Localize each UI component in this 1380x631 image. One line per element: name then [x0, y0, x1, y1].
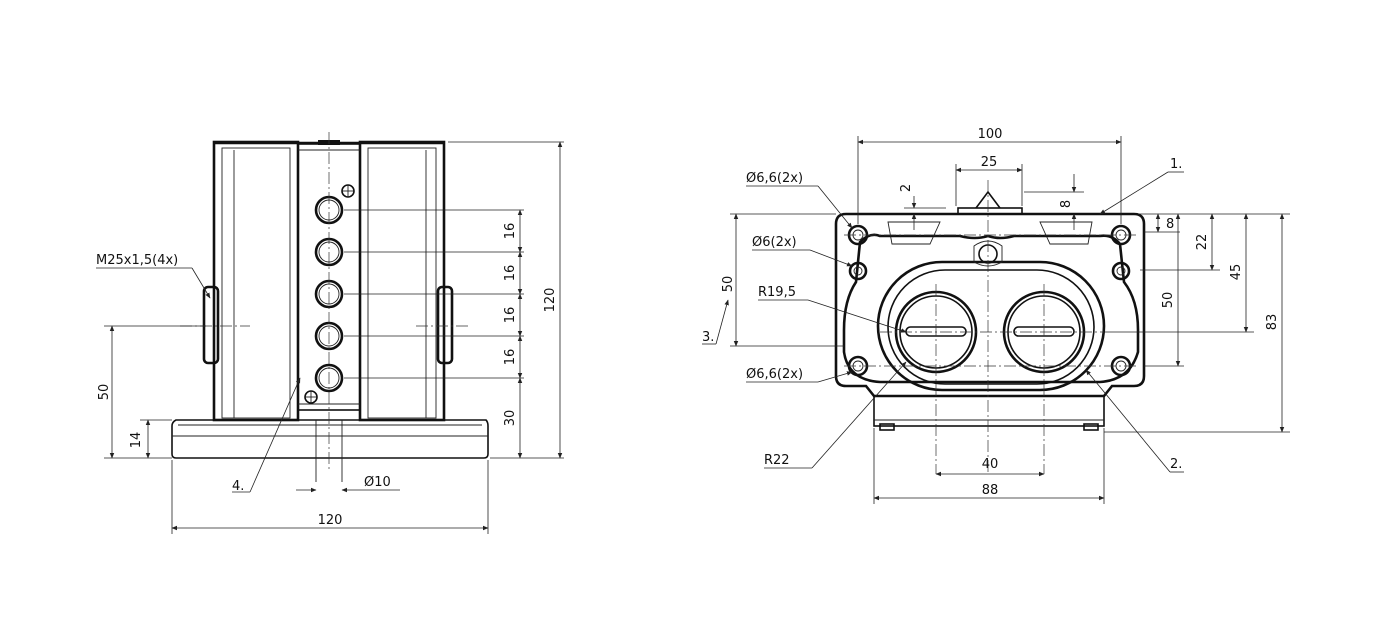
top-oval-ring-inner	[887, 269, 1095, 385]
top-right-50-label: 50	[1161, 292, 1176, 309]
top-mounting-hole-small	[848, 261, 868, 281]
front-right-conduit	[436, 285, 454, 365]
top-base-lower	[873, 395, 1105, 427]
top-right-45-label: 45	[1229, 264, 1244, 281]
top-radius-inner-label: R19,5	[758, 285, 796, 300]
front-height-label: 120	[543, 288, 558, 313]
front-left-conduit	[202, 285, 220, 365]
front-body-left	[212, 140, 300, 422]
top-base-width-label: 88	[982, 483, 999, 498]
top-hole-top-label: Ø6,6(2x)	[746, 171, 803, 186]
front-width-label: 120	[318, 513, 343, 528]
top-radius-outer-label: R22	[764, 453, 790, 468]
top-right-83-label: 83	[1265, 314, 1280, 331]
top-callout-1: 1.	[1170, 157, 1182, 172]
top-offset-2-label: 2	[899, 184, 914, 192]
front-view: 16 16 16 16 30 120 50 14 M25x1,5(4x) Ø10…	[96, 132, 564, 534]
front-base-plate	[171, 419, 489, 459]
top-hole-mid-label: Ø6(2x)	[752, 235, 797, 250]
top-view: 100 25 2 8 Ø6,6(2x) Ø6(2x) R19,5 Ø6,6(2x…	[702, 127, 1290, 504]
top-right-22-label: 22	[1195, 234, 1210, 251]
top-callout-3: 3.	[702, 330, 714, 345]
front-pitch-label: 16	[503, 223, 518, 240]
top-offset-8-label: 8	[1059, 200, 1074, 208]
top-center-label: 25	[981, 155, 998, 170]
front-thread-label: M25x1,5(4x)	[96, 253, 178, 268]
top-width-label: 100	[978, 127, 1003, 142]
front-hole-diameter-label: Ø10	[364, 475, 391, 490]
top-left-50-label: 50	[721, 276, 736, 293]
top-callout-2: 2.	[1170, 457, 1182, 472]
front-pitch-label: 16	[503, 307, 518, 324]
front-pitch-label: 16	[503, 265, 518, 282]
front-pitch-label: 16	[503, 349, 518, 366]
top-mounting-hole-small	[1111, 261, 1131, 281]
top-right-8-label: 8	[1166, 217, 1174, 232]
front-conduit-height-label: 50	[97, 384, 112, 401]
front-button	[314, 363, 344, 393]
top-hole-bottom-label: Ø6,6(2x)	[746, 367, 803, 382]
top-hole-spacing-label: 40	[982, 457, 999, 472]
front-base-to-button-label: 30	[503, 410, 518, 427]
front-callout-4: 4.	[232, 479, 244, 494]
front-base-thickness-label: 14	[129, 432, 144, 449]
top-inner-pocket	[842, 233, 1140, 384]
